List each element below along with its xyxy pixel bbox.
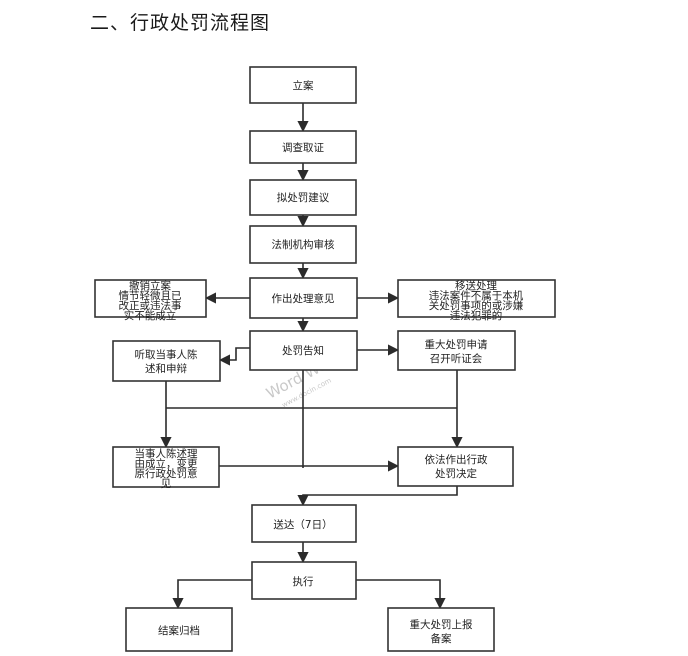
svg-text:改正或违法事: 改正或违法事 <box>119 299 182 312</box>
node-statement-valid: 当事人陈述理 由成立，变更 原行政处罚意 见 <box>112 446 220 490</box>
node-final-decision: 依法作出行政 处罚决定 <box>397 446 514 487</box>
page-title: 二、行政处罚流程图 <box>90 12 271 34</box>
node-hear-statement: 听取当事人陈 述和申辩 <box>112 340 221 382</box>
svg-text:法制机构审核: 法制机构审核 <box>272 238 335 251</box>
node-case-filing: 立案 <box>249 66 357 104</box>
svg-text:情节轻微且已: 情节轻微且已 <box>119 289 182 302</box>
node-revoke-case: 撤销立案 情节轻微且已 改正或违法事 实不能成立 <box>94 279 207 322</box>
svg-text:依法作出行政: 依法作出行政 <box>425 453 488 466</box>
svg-text:听取当事人陈: 听取当事人陈 <box>135 348 198 361</box>
svg-text:撤销立案: 撤销立案 <box>129 279 171 292</box>
arrow-execution-to-closing <box>172 579 252 610</box>
svg-text:关处罚事项的或涉嫌: 关处罚事项的或涉嫌 <box>429 299 524 312</box>
node-legal-review: 法制机构审核 <box>249 225 357 264</box>
node-transfer: 移送处理 违法案件不属于本机 关处罚事项的或涉嫌 违法犯罪的 <box>397 279 556 322</box>
svg-text:述和申辩: 述和申辩 <box>145 362 187 375</box>
svg-text:当事人陈述理: 当事人陈述理 <box>135 447 198 460</box>
arrow-notice-to-statement <box>218 347 250 366</box>
svg-text:召开听证会: 召开听证会 <box>430 352 483 365</box>
node-penalty-notice: 处罚告知 <box>249 330 358 371</box>
node-investigation: 调查取证 <box>249 130 357 164</box>
svg-text:由成立，变更: 由成立，变更 <box>135 457 198 470</box>
svg-text:移送处理: 移送处理 <box>455 279 497 292</box>
svg-text:违法案件不属于本机: 违法案件不属于本机 <box>429 289 524 302</box>
svg-text:原行政处罚意: 原行政处罚意 <box>135 467 198 480</box>
node-proposed-penalty: 拟处罚建议 <box>249 179 357 216</box>
svg-text:执行: 执行 <box>293 575 314 588</box>
node-execution: 执行 <box>251 561 357 600</box>
node-major-report: 重大处罚上报 备案 <box>387 607 495 652</box>
node-delivery: 送达（7日） <box>251 504 357 543</box>
svg-text:作出处理意见: 作出处理意见 <box>272 292 335 305</box>
arrow-execution-to-report <box>356 579 446 610</box>
svg-text:违法犯罪的: 违法犯罪的 <box>450 309 503 322</box>
node-major-hearing: 重大处罚申请 召开听证会 <box>397 330 516 371</box>
connectors <box>160 103 463 610</box>
svg-text:实不能成立: 实不能成立 <box>124 309 177 322</box>
svg-text:处罚告知: 处罚告知 <box>282 344 324 357</box>
node-decision-opinion: 作出处理意见 <box>249 277 358 319</box>
node-closing: 结案归档 <box>125 607 233 652</box>
svg-text:处罚决定: 处罚决定 <box>435 467 477 480</box>
svg-text:调查取证: 调查取证 <box>282 141 324 154</box>
svg-text:重大处罚申请: 重大处罚申请 <box>425 338 488 351</box>
arrow-final-to-delivery <box>297 486 458 507</box>
svg-text:见: 见 <box>161 478 172 490</box>
svg-text:拟处罚建议: 拟处罚建议 <box>277 191 330 204</box>
svg-text:结案归档: 结案归档 <box>158 624 200 637</box>
svg-text:备案: 备案 <box>431 632 452 645</box>
svg-text:立案: 立案 <box>293 79 314 92</box>
svg-text:送达（7日）: 送达（7日） <box>273 518 332 531</box>
svg-text:重大处罚上报: 重大处罚上报 <box>410 618 473 631</box>
